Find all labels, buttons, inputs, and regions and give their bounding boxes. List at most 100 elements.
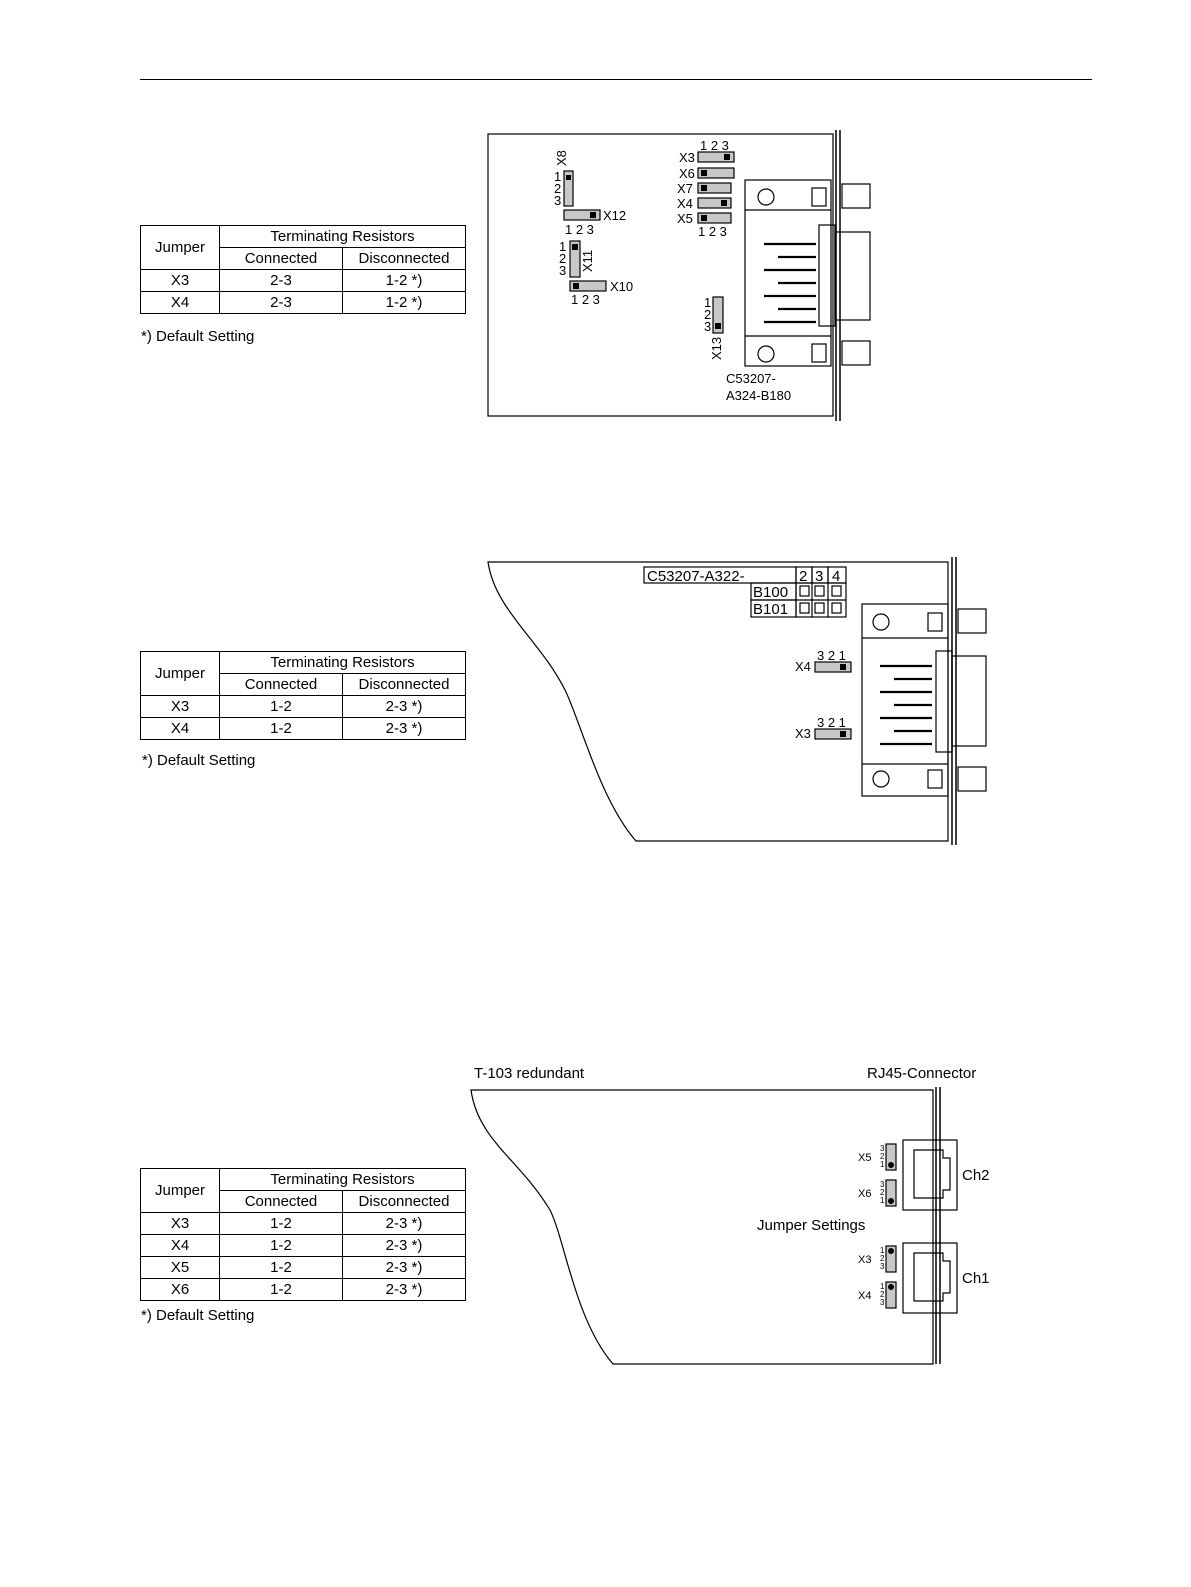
jumper-table-3: Jumper Terminating Resistors Connected D… xyxy=(140,1168,466,1301)
pin-numbers: 1 2 3 xyxy=(700,138,729,153)
dsub-connector-face xyxy=(951,655,987,747)
jumper-cap xyxy=(701,215,707,221)
dsub-connector-shell xyxy=(935,650,953,753)
jumper-cap xyxy=(888,1162,894,1168)
channel-label-ch2: Ch2 xyxy=(962,1167,990,1184)
mounting-hole-icon xyxy=(872,770,890,788)
default-setting-note-1: *) Default Setting xyxy=(141,328,255,345)
cell-disconnected: 2-3 *) xyxy=(342,695,466,718)
jumper-x6 xyxy=(697,167,735,179)
mounting-hole-icon xyxy=(757,188,775,206)
jumper-cap xyxy=(566,175,571,180)
jumper-x3 xyxy=(697,151,735,163)
jumper-cap xyxy=(840,731,846,737)
cell-jumper: X3 xyxy=(140,1212,220,1235)
label-x4: X4 xyxy=(677,196,693,211)
cell-connected: 1-2 xyxy=(219,1234,343,1257)
label-x8: X8 xyxy=(554,150,569,166)
pin-number: 3 xyxy=(559,263,566,278)
pcb-outline xyxy=(470,1089,934,1365)
cell-connected: 2-3 xyxy=(219,269,343,292)
header-connected: Connected xyxy=(219,1190,343,1213)
pin-number: 3 xyxy=(880,1144,885,1153)
jumper-x10 xyxy=(569,280,607,292)
jumper-cap xyxy=(590,212,596,218)
table-row: X4 2-3 1-2 *) xyxy=(140,291,466,314)
checkbox-icon xyxy=(831,602,842,614)
label-x10: X10 xyxy=(610,279,633,294)
pin-number: 3 xyxy=(554,193,561,208)
jumper-table-2: Jumper Terminating Resistors Connected D… xyxy=(140,651,466,740)
pin-numbers: 3 2 1 xyxy=(817,715,846,730)
jumper-cap xyxy=(888,1248,894,1254)
cell-jumper: X6 xyxy=(140,1278,220,1301)
screw-tab xyxy=(927,769,943,789)
jumper-cap xyxy=(573,283,579,289)
jumper-settings-label: Jumper Settings xyxy=(757,1217,865,1234)
pin-number: 2 xyxy=(554,181,561,196)
cell-jumper: X4 xyxy=(140,717,220,740)
pin-numbers-x3: 1 2 3 xyxy=(880,1246,885,1271)
header-rule xyxy=(140,79,1092,80)
screw-tab xyxy=(927,612,943,632)
board-diagram-3 xyxy=(470,1087,958,1365)
default-setting-note-2: *) Default Setting xyxy=(142,752,256,769)
pin-number: 3 xyxy=(880,1180,885,1189)
label-x12: X12 xyxy=(603,208,626,223)
pin-numbers-x5: 3 2 1 xyxy=(880,1144,885,1169)
part-number-line2: A324-B180 xyxy=(726,388,791,403)
label-x11: X11 xyxy=(580,250,595,272)
pin-numbers: 1 2 3 xyxy=(571,292,600,307)
dsub-connector-face xyxy=(834,231,871,321)
diagram-title: T-103 redundant xyxy=(474,1065,585,1082)
pin-numbers-x6: 3 2 1 xyxy=(880,1180,885,1205)
rj45-ch2-port xyxy=(913,1149,951,1199)
pin-number: 2 xyxy=(704,307,711,322)
screw-tab xyxy=(811,343,827,363)
jumper-x3 xyxy=(885,1245,897,1273)
label-x5: X5 xyxy=(858,1152,871,1164)
jumper-x5 xyxy=(885,1143,897,1171)
pin-number: 3 xyxy=(880,1298,885,1307)
mounting-hole-icon xyxy=(757,345,775,363)
board-diagram-3-labels: T-103 redundant RJ45-Connector Jumper Se… xyxy=(474,1065,990,1307)
checkbox-icon xyxy=(814,585,825,597)
variant-label: B101 xyxy=(753,601,788,618)
screw-bolt xyxy=(841,340,871,366)
label-x6: X6 xyxy=(858,1188,871,1200)
header-disconnected: Disconnected xyxy=(342,673,466,696)
checkbox-icon xyxy=(799,585,810,597)
header-connected: Connected xyxy=(219,673,343,696)
checkbox-icon xyxy=(831,585,842,597)
grid-col-label: 2 xyxy=(799,568,807,585)
jumper-cap xyxy=(715,323,721,329)
pin-number: 1 xyxy=(704,295,711,310)
pin-number: 1 xyxy=(880,1282,885,1291)
dsub-connector-body xyxy=(744,179,832,367)
label-x3: X3 xyxy=(679,150,695,165)
part-number-line1: C53207- xyxy=(726,371,776,386)
table-row: X4 1-2 2-3 *) xyxy=(140,717,466,740)
default-setting-note-3: *) Default Setting xyxy=(141,1307,255,1324)
pin-numbers-x4: 1 2 3 xyxy=(880,1282,885,1307)
cell-disconnected: 1-2 *) xyxy=(342,291,466,314)
jumper-x13 xyxy=(712,296,724,334)
label-x13: X13 xyxy=(709,337,724,360)
jumper-cap xyxy=(572,244,578,250)
board-diagram-1 xyxy=(487,130,871,421)
label-x6: X6 xyxy=(679,166,695,181)
grid-col-label: 3 xyxy=(815,568,823,585)
label-x7: X7 xyxy=(677,181,693,196)
table-row: X3 1-2 2-3 *) xyxy=(140,1212,466,1235)
cell-connected: 1-2 xyxy=(219,717,343,740)
header-terminating-resistors: Terminating Resistors xyxy=(219,225,466,248)
jumper-x12 xyxy=(563,209,601,221)
pcb-outline xyxy=(487,561,949,842)
jumper-x5 xyxy=(697,212,732,224)
connector-pins xyxy=(880,664,932,746)
jumper-cap xyxy=(701,185,707,191)
jumper-x7 xyxy=(697,182,732,194)
pin-number: 3 xyxy=(704,319,711,334)
screw-bolt xyxy=(957,766,987,792)
pin-number: 1 xyxy=(880,1160,885,1169)
